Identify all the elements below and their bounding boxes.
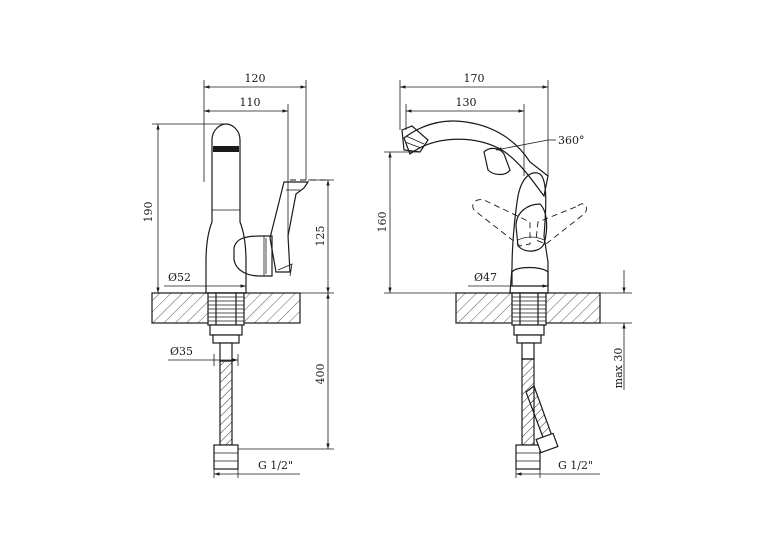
right-hose-fitting-bottom — [515, 444, 541, 470]
left-dim-height-total: 190 — [142, 202, 155, 223]
right-spout — [403, 120, 549, 198]
left-dim-width-outer: 120 — [245, 72, 266, 85]
left-dim-handle-height: 125 — [314, 226, 327, 247]
right-lever-handle — [515, 203, 548, 252]
right-shank-threads — [512, 293, 546, 325]
right-faucet-body — [509, 172, 549, 294]
right-dim-width-outer: 170 — [464, 72, 485, 85]
left-hose-fitting-bottom — [213, 444, 239, 470]
right-dim-max-thickness: max 30 — [612, 348, 625, 389]
left-lever-cartridge — [233, 235, 273, 277]
left-hose-fitting-top — [219, 342, 233, 362]
right-base-collar — [511, 266, 549, 287]
right-view: 170 130 360° 160 Ø47 max 30 G 1/2" — [376, 72, 632, 478]
left-fixing-nut — [209, 324, 243, 336]
right-dim-width-inner: 130 — [456, 96, 477, 109]
left-view: 120 110 190 125 Ø52 Ø35 400 G 1/2" — [142, 72, 334, 478]
left-dim-thread: G 1/2" — [258, 459, 293, 472]
right-dim-rotation: 360° — [558, 134, 585, 147]
left-dim-shank-diameter: Ø35 — [170, 345, 193, 358]
left-dim-base-diameter: Ø52 — [168, 271, 191, 284]
right-spout-tip — [401, 125, 429, 153]
right-lever-ghost-right — [535, 203, 587, 245]
right-lever-ghost-left — [472, 199, 531, 247]
right-swivel-ring — [483, 147, 511, 176]
left-hose-braid — [219, 360, 233, 446]
left-dim-hose-length: 400 — [314, 364, 327, 385]
right-dim-height-spout: 160 — [376, 212, 389, 233]
right-hose-fitting-bent — [535, 432, 559, 454]
right-dim-base-diameter: Ø47 — [474, 271, 497, 284]
left-aerator — [213, 146, 239, 152]
right-fixing-nut — [513, 324, 545, 336]
left-fixing-nut-2 — [212, 334, 240, 344]
right-fixing-nut-2 — [516, 334, 542, 344]
right-dim-thread: G 1/2" — [558, 459, 593, 472]
left-shank-threads — [208, 293, 244, 325]
right-hose-fitting-top — [521, 342, 535, 360]
left-dim-width-inner: 110 — [240, 96, 261, 109]
left-lever-handle — [269, 181, 310, 273]
